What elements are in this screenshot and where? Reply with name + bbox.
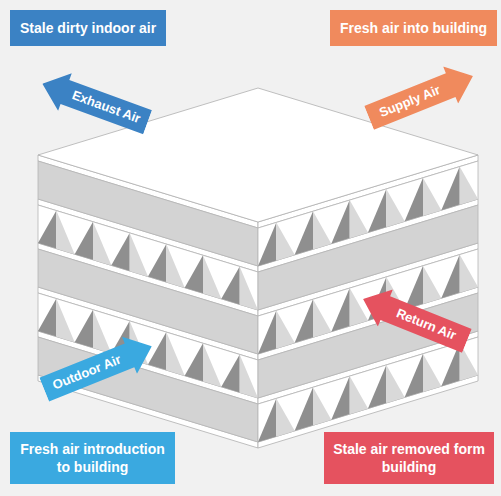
arrow-fill [362, 57, 481, 136]
corner-label: Stale dirty indoor air [10, 10, 166, 46]
flow-arrow: Exhaust Air [36, 65, 155, 141]
corner-label: Fresh air into building [330, 10, 497, 46]
arrow-fill [36, 65, 155, 141]
arrow-label: Exhaust Air [58, 73, 154, 141]
arrow-label: Return Air [378, 289, 475, 359]
label-text: Stale air removed form building [332, 440, 486, 476]
arrow-label: Outdoor Air [37, 337, 137, 409]
label-text: Fresh air into building [340, 19, 487, 37]
arrow-label: Supply Air [362, 66, 459, 136]
flow-arrow: Outdoor Air [37, 328, 160, 409]
plate-stack [38, 88, 478, 448]
flow-arrow: Supply Air [362, 57, 481, 136]
label-text: Fresh air introduction to building [18, 440, 167, 476]
corner-label: Stale air removed form building [324, 432, 494, 484]
label-text: Stale dirty indoor air [20, 19, 156, 37]
corner-label: Fresh air introduction to building [10, 432, 175, 484]
arrow-fill [356, 280, 475, 359]
arrow-fill [37, 328, 160, 409]
flow-arrow: Return Air [356, 280, 475, 359]
